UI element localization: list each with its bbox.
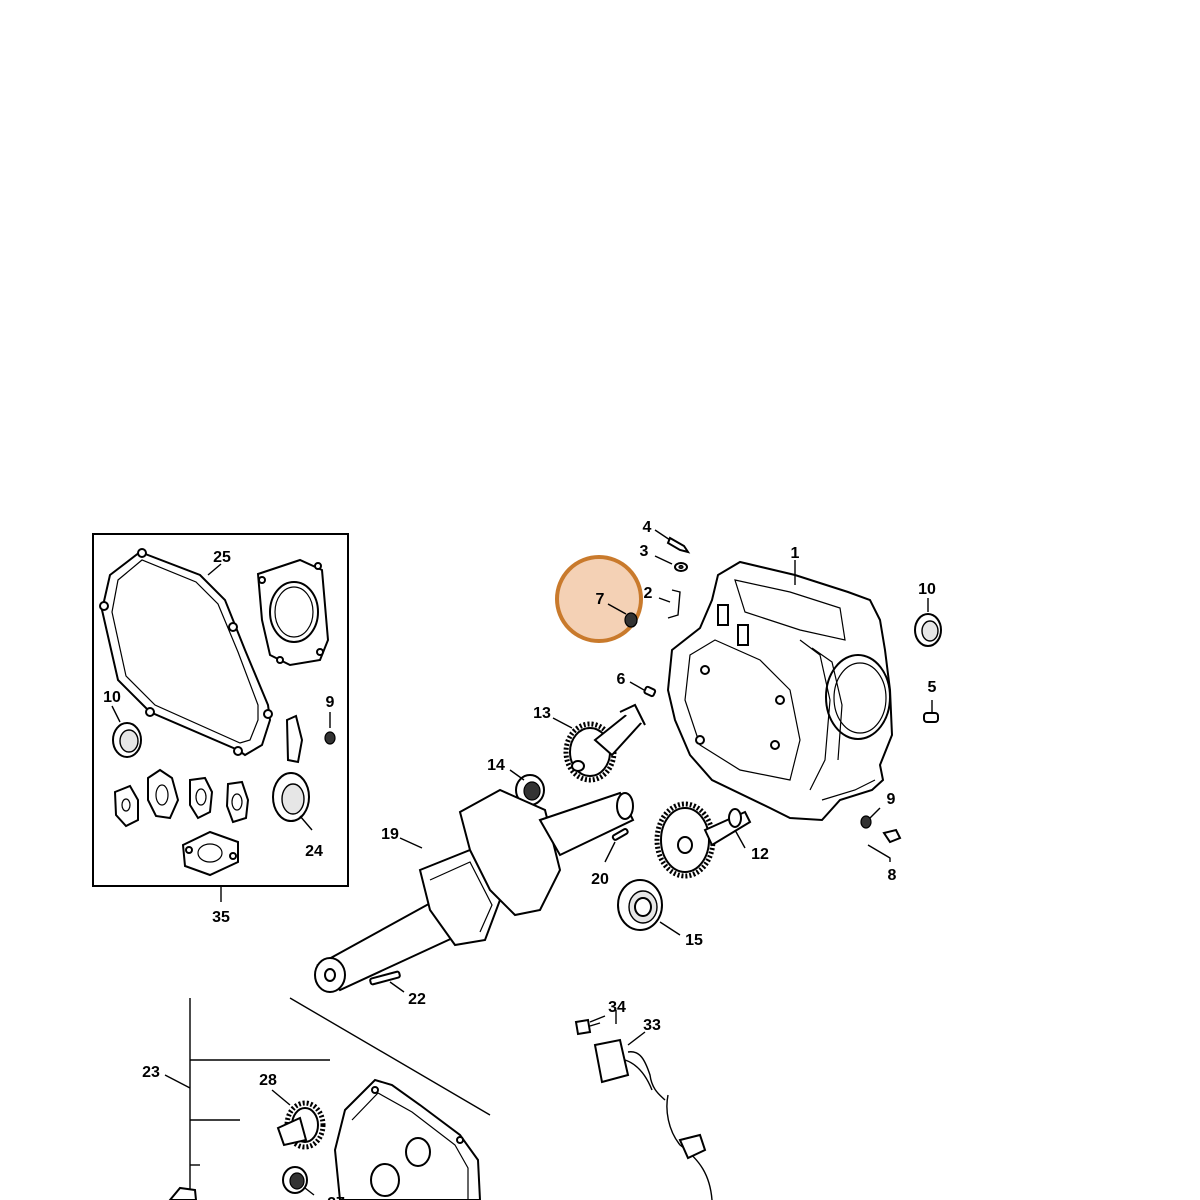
- crankcase-cover-assembly[interactable]: [168, 997, 491, 1200]
- label-5[interactable]: 5: [928, 679, 937, 696]
- label-2[interactable]: 2: [644, 585, 653, 602]
- pin-6[interactable]: [643, 685, 657, 698]
- label-35[interactable]: 35: [212, 909, 230, 926]
- washer-3[interactable]: [674, 562, 688, 572]
- label-13[interactable]: 13: [533, 705, 551, 722]
- part-labels: 1 2 3 4 5 6 7 8 9 9 10 10 12 13 14 15 19…: [103, 519, 936, 1200]
- key-20[interactable]: [611, 828, 629, 841]
- label-15[interactable]: 15: [685, 932, 703, 949]
- camshaft[interactable]: [654, 801, 752, 879]
- label-3[interactable]: 3: [640, 543, 649, 560]
- bearing-15[interactable]: [617, 879, 663, 931]
- label-25[interactable]: 25: [213, 549, 231, 566]
- label-23[interactable]: 23: [142, 1064, 160, 1081]
- leader-lines: [111, 529, 933, 1196]
- label-28[interactable]: 28: [259, 1072, 277, 1089]
- highlight-marker[interactable]: [555, 555, 643, 643]
- washer-9-right[interactable]: [860, 815, 872, 829]
- label-4[interactable]: 4: [643, 519, 652, 536]
- highlight-circle: [555, 555, 643, 643]
- label-9-right[interactable]: 9: [887, 791, 896, 808]
- label-34[interactable]: 34: [608, 999, 626, 1016]
- clip-4[interactable]: [666, 536, 691, 554]
- dowel-pin-2[interactable]: [667, 589, 681, 619]
- label-14[interactable]: 14: [487, 757, 505, 774]
- drain-plug-8[interactable]: [882, 828, 902, 844]
- sleeve-5[interactable]: [923, 712, 939, 723]
- label-19[interactable]: 19: [381, 826, 399, 843]
- label-12[interactable]: 12: [751, 846, 769, 863]
- label-22[interactable]: 22: [408, 991, 426, 1008]
- label-27[interactable]: 27: [327, 1195, 345, 1200]
- key-22[interactable]: [369, 970, 401, 986]
- bearing-14[interactable]: [515, 774, 545, 806]
- label-33[interactable]: 33: [643, 1017, 661, 1034]
- plug-7-overlay: [607, 603, 638, 628]
- governor-gear[interactable]: [563, 703, 646, 783]
- gasket-kit-box[interactable]: [92, 533, 349, 887]
- label-10-box[interactable]: 10: [103, 689, 121, 706]
- label-10-right[interactable]: 10: [918, 581, 936, 598]
- label-9-box[interactable]: 9: [326, 694, 335, 711]
- oil-level-sensor[interactable]: [574, 1018, 713, 1200]
- label-1[interactable]: 1: [791, 545, 800, 562]
- label-6[interactable]: 6: [617, 671, 626, 688]
- crankcase[interactable]: [666, 560, 894, 822]
- label-24[interactable]: 24: [305, 843, 323, 860]
- label-7[interactable]: 7: [596, 591, 605, 608]
- label-20[interactable]: 20: [591, 871, 609, 888]
- oil-seal-10-right[interactable]: [914, 613, 942, 647]
- crankshaft[interactable]: [314, 788, 635, 993]
- label-8[interactable]: 8: [888, 867, 897, 884]
